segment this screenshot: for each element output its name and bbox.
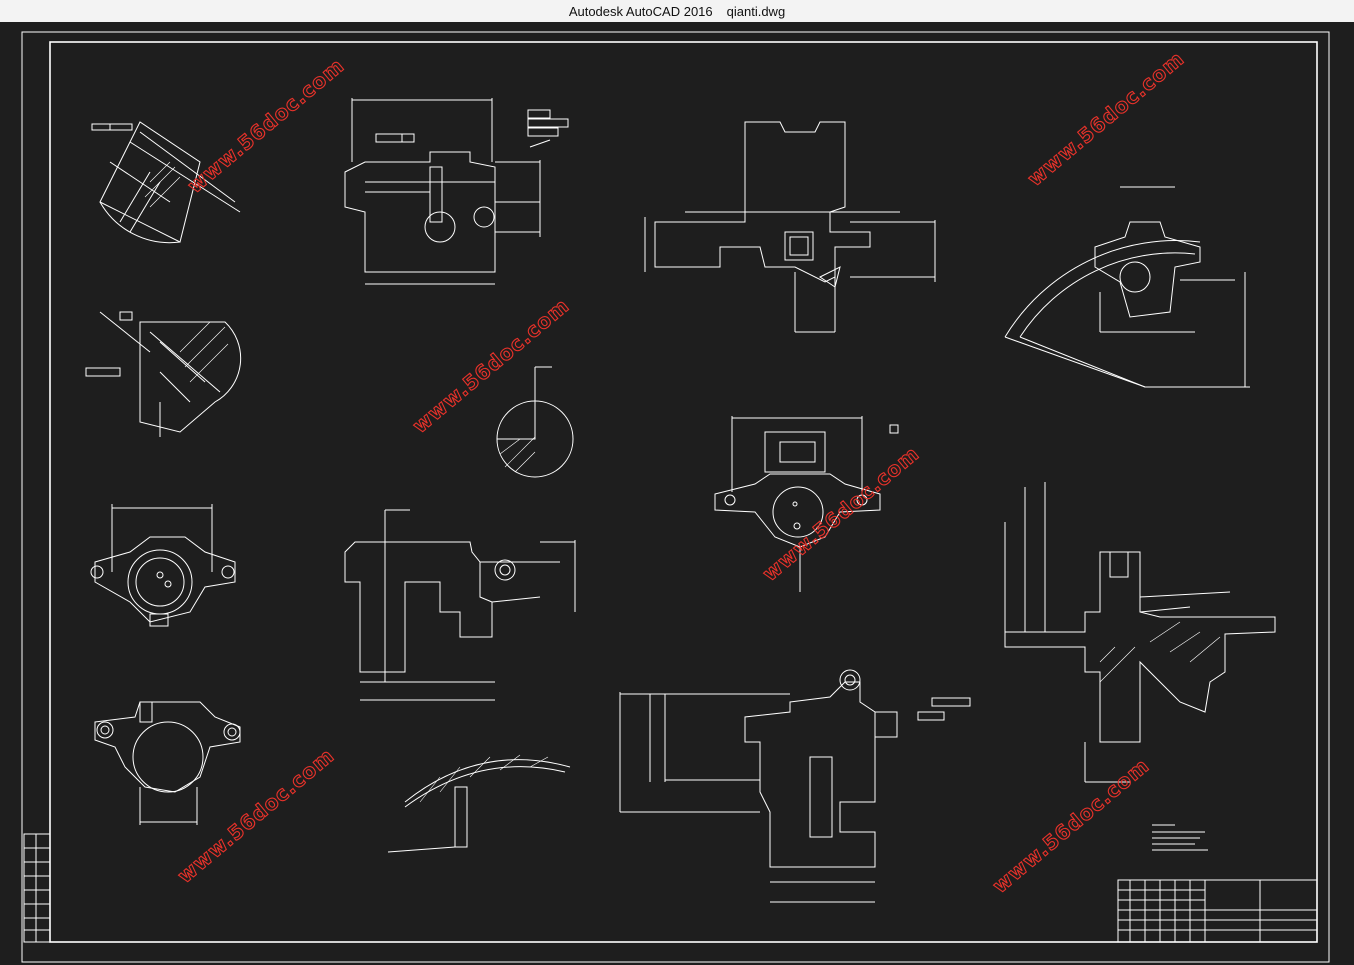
hatching: [144, 161, 1221, 803]
view-right-section: [1004, 482, 1276, 783]
file-name: qianti.dwg: [726, 3, 786, 19]
drawing-svg[interactable]: www.56doc.com www.56doc.com www.56doc.co…: [0, 22, 1354, 965]
view-detail-circle: [496, 366, 574, 478]
window-titlebar: Autodesk AutoCAD 2016 qianti.dwg: [0, 0, 1354, 23]
drawing-canvas[interactable]: www.56doc.com www.56doc.com www.56doc.co…: [0, 22, 1354, 965]
view-caliper-center: [714, 416, 899, 592]
sheet-outer-border: [21, 31, 1330, 963]
view-assembly-bottom: [619, 669, 971, 903]
app-name: Autodesk AutoCAD 2016: [568, 3, 713, 19]
view-arc-section: [1004, 186, 1250, 388]
view-side-section: [344, 509, 576, 701]
left-strip-table: [23, 833, 51, 943]
drawing-sheet: [21, 31, 1330, 963]
watermark-3: www.56doc.com: [408, 293, 574, 438]
view-angled-section-2: [85, 311, 242, 437]
watermark-1: www.56doc.com: [183, 53, 349, 198]
view-curved-detail: [387, 759, 571, 853]
technical-notes: [1152, 824, 1208, 851]
view-caliper-iso: [94, 701, 241, 825]
watermark-2: www.56doc.com: [1023, 46, 1189, 191]
view-angled-section-1: [91, 121, 241, 244]
view-caliper-top: [90, 504, 236, 627]
sheet-inner-border: [49, 41, 1318, 943]
title-block: [1117, 879, 1318, 943]
watermark-4: www.56doc.com: [758, 441, 924, 586]
view-fixture-section: [344, 98, 569, 285]
watermark-5: www.56doc.com: [173, 743, 339, 888]
view-bracket-section: [644, 121, 936, 333]
watermark-6: www.56doc.com: [988, 753, 1154, 898]
watermarks: www.56doc.com www.56doc.com www.56doc.co…: [172, 46, 1189, 899]
